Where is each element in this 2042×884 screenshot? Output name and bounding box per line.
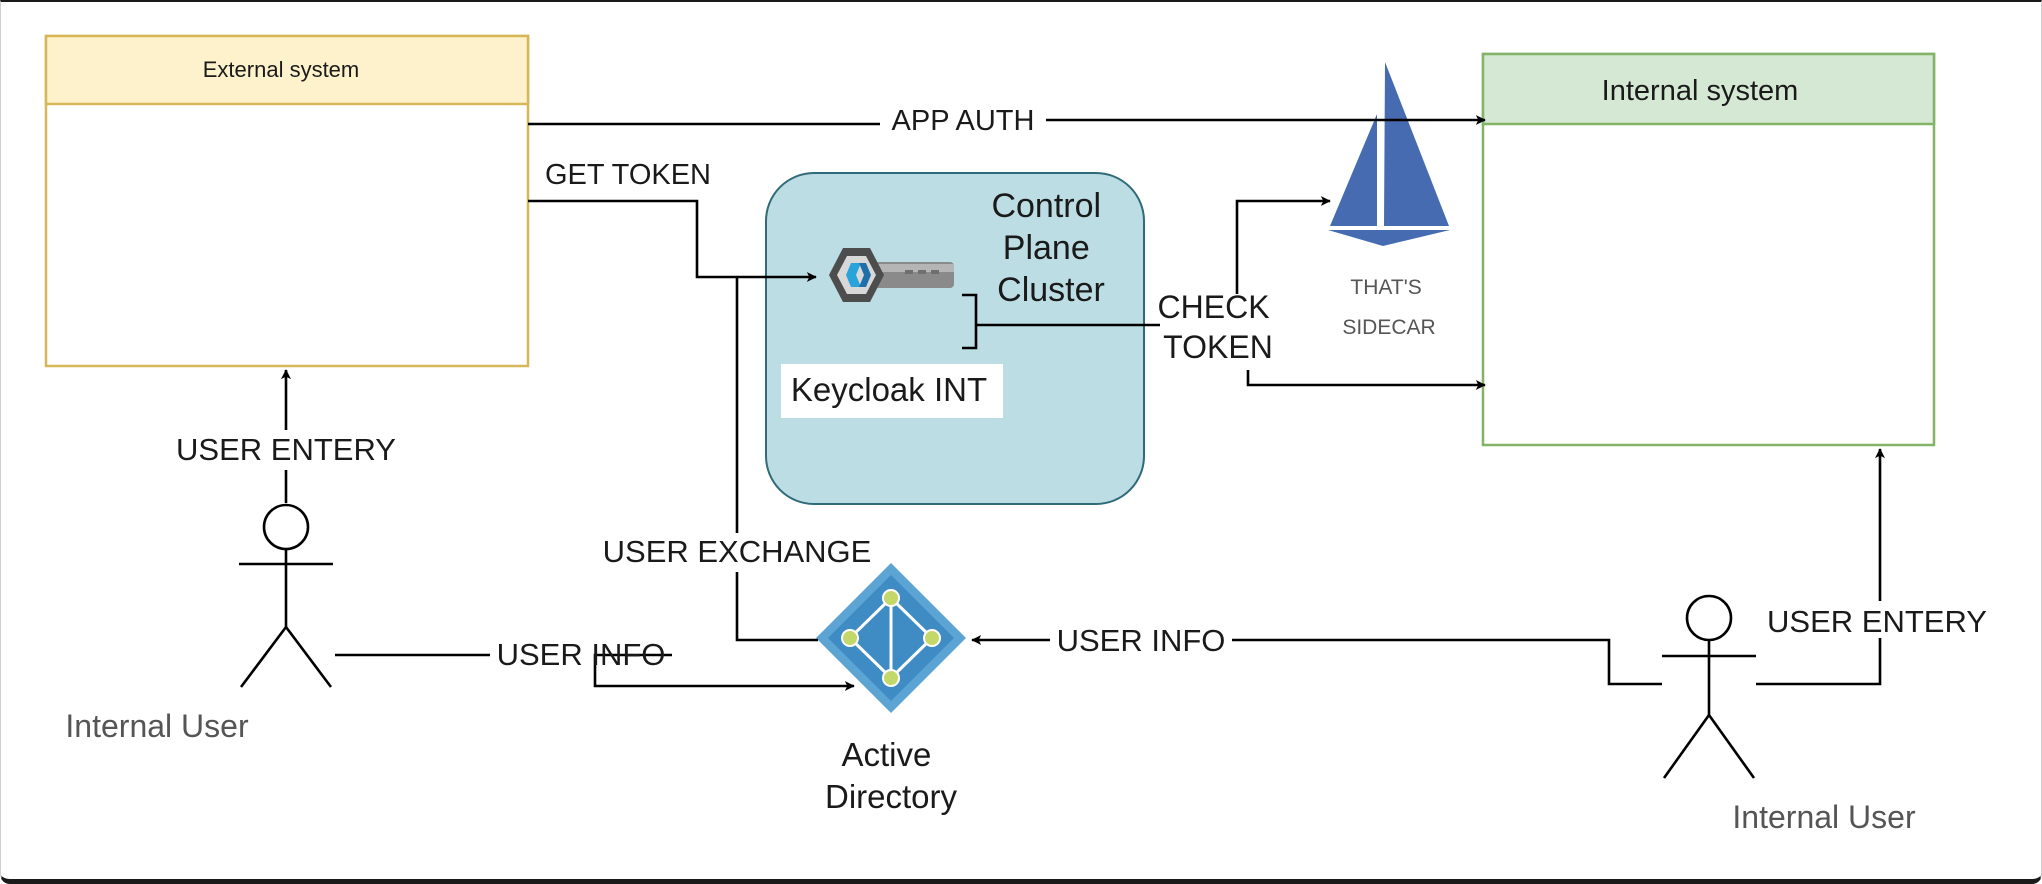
edge-user-info-right[interactable]: USER INFO xyxy=(972,623,1662,686)
keycloak-key-icon[interactable] xyxy=(829,248,954,302)
edge-label-check-token-line-1: CHECK xyxy=(1158,289,1270,325)
left-user-actor-icon[interactable] xyxy=(239,503,333,688)
control-plane-title-line-2: Plane xyxy=(1003,229,1090,267)
external-system-title: External system xyxy=(203,57,360,82)
edge-label-user-exchange: USER EXCHANGE xyxy=(603,534,872,569)
keycloak-label-background xyxy=(781,364,1003,418)
control-plane-title-line-3: Cluster xyxy=(997,271,1105,309)
sidecar-caption: THAT'S SIDECAR xyxy=(1342,276,1435,339)
control-plane-cluster[interactable]: Control Plane Cluster xyxy=(765,172,1145,505)
active-directory-label: Active Directory xyxy=(825,736,958,815)
control-plane-title-line-1: Control xyxy=(991,187,1101,225)
active-directory-icon[interactable] xyxy=(816,563,966,713)
sidecar-sail-icon[interactable] xyxy=(1328,62,1450,246)
edge-label-app-auth: APP AUTH xyxy=(892,105,1035,137)
edge-label-user-info-right: USER INFO xyxy=(1057,623,1226,658)
edge-label-user-info-left: USER INFO xyxy=(497,637,666,672)
control-plane-title: Control Plane Cluster xyxy=(991,187,1110,309)
edge-user-info-left[interactable]: USER INFO xyxy=(335,637,854,686)
edge-user-entry-left[interactable]: USER ENTERY xyxy=(176,370,396,503)
left-user-label: Internal User xyxy=(65,708,249,744)
sidecar-caption-line-1: THAT'S xyxy=(1350,276,1421,299)
sidecar-caption-line-2: SIDECAR xyxy=(1342,316,1435,339)
edge-check-token[interactable]: CHECK TOKEN xyxy=(962,196,1486,390)
right-user-label: Internal User xyxy=(1732,799,1916,835)
edge-label-get-token: GET TOKEN xyxy=(545,159,711,191)
edge-label-user-entry-left: USER ENTERY xyxy=(176,432,396,467)
active-directory-label-line-2: Directory xyxy=(825,778,958,815)
internal-system-title: Internal system xyxy=(1602,75,1799,107)
edge-label-user-entry-right: USER ENTERY xyxy=(1767,604,1987,639)
edge-app-auth[interactable]: APP AUTH xyxy=(528,105,1485,137)
edge-get-token[interactable]: GET TOKEN xyxy=(528,159,817,282)
edge-user-exchange[interactable]: USER EXCHANGE xyxy=(603,277,872,642)
right-user-actor-icon[interactable] xyxy=(1662,594,1756,779)
active-directory-label-line-1: Active xyxy=(841,736,931,773)
keycloak-label: Keycloak INT xyxy=(791,371,987,408)
edge-user-entry-right[interactable]: USER ENTERY xyxy=(1756,449,1987,686)
internal-system-box[interactable]: Internal system xyxy=(1481,52,1936,447)
edge-label-check-token-line-2: TOKEN xyxy=(1163,329,1273,365)
external-system-box[interactable]: External system xyxy=(44,34,530,368)
edge-label-check-token: CHECK TOKEN xyxy=(1158,289,1279,365)
